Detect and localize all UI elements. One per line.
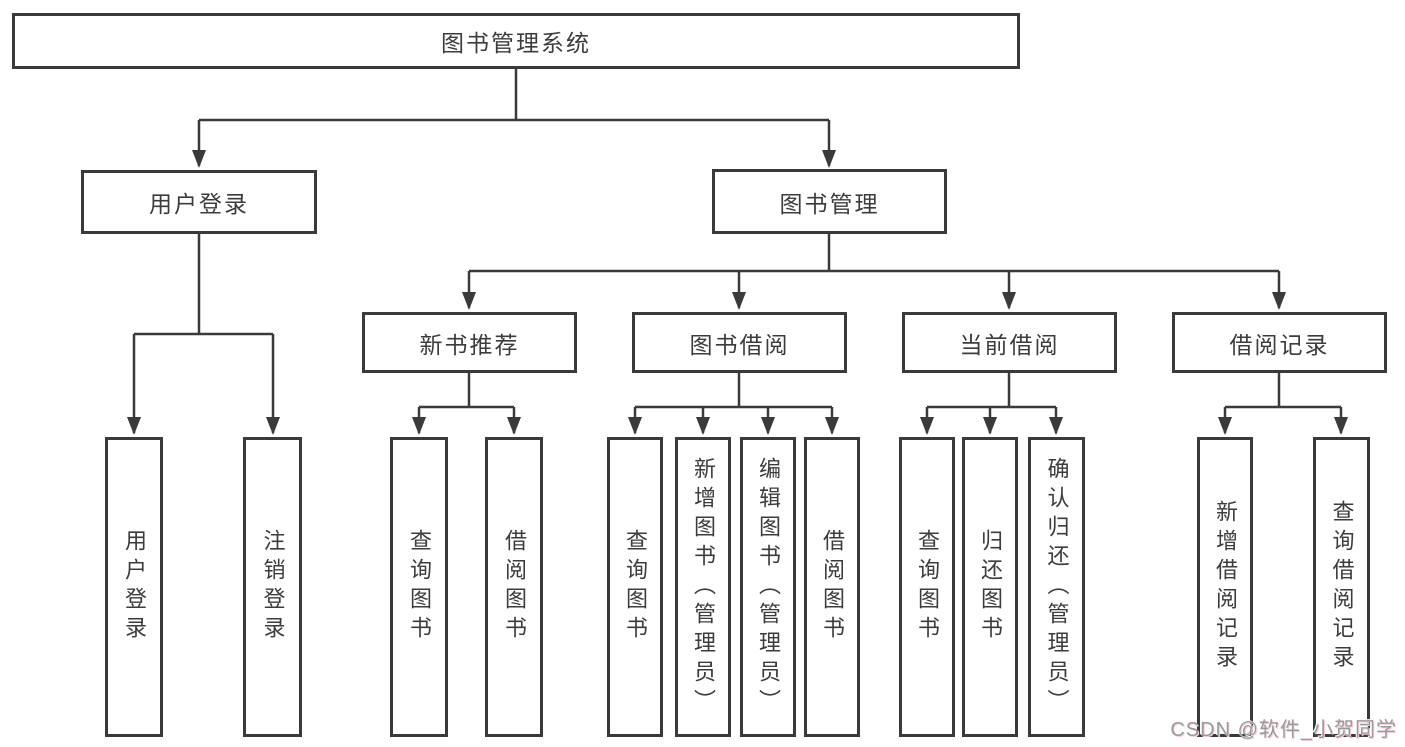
leaf-edit-books-admin: 编辑图书（管理员） [740, 437, 796, 737]
csdn-watermark: CSDN @软件_小贺同学 [1170, 719, 1397, 741]
node-current-borrow: 当前借阅 [902, 312, 1117, 373]
leaf-borrow-books-recommend: 借阅图书 [485, 437, 543, 737]
leaf-confirm-return-admin: 确认归还（管理员） [1028, 437, 1085, 737]
leaf-user-login: 用户登录 [105, 437, 163, 737]
node-book-management: 图书管理 [712, 169, 947, 234]
leaf-query-borrow-record: 查询借阅记录 [1313, 437, 1370, 737]
node-book-borrow: 图书借阅 [632, 312, 847, 373]
node-library-management-system: 图书管理系统 [12, 13, 1020, 69]
node-new-book-recommend: 新书推荐 [362, 312, 577, 373]
node-user-login-group: 用户登录 [81, 170, 317, 234]
leaf-add-books-admin: 新增图书（管理员） [675, 437, 731, 737]
leaf-return-books: 归还图书 [962, 437, 1018, 737]
leaf-borrow-books: 借阅图书 [804, 437, 860, 737]
leaf-query-books-borrow: 查询图书 [607, 437, 663, 737]
leaf-query-books-recommend: 查询图书 [390, 437, 448, 737]
leaf-add-borrow-record: 新增借阅记录 [1197, 437, 1253, 737]
node-borrow-records: 借阅记录 [1172, 312, 1387, 373]
leaf-query-books-current: 查询图书 [899, 437, 955, 737]
leaf-logout: 注销登录 [243, 437, 302, 737]
